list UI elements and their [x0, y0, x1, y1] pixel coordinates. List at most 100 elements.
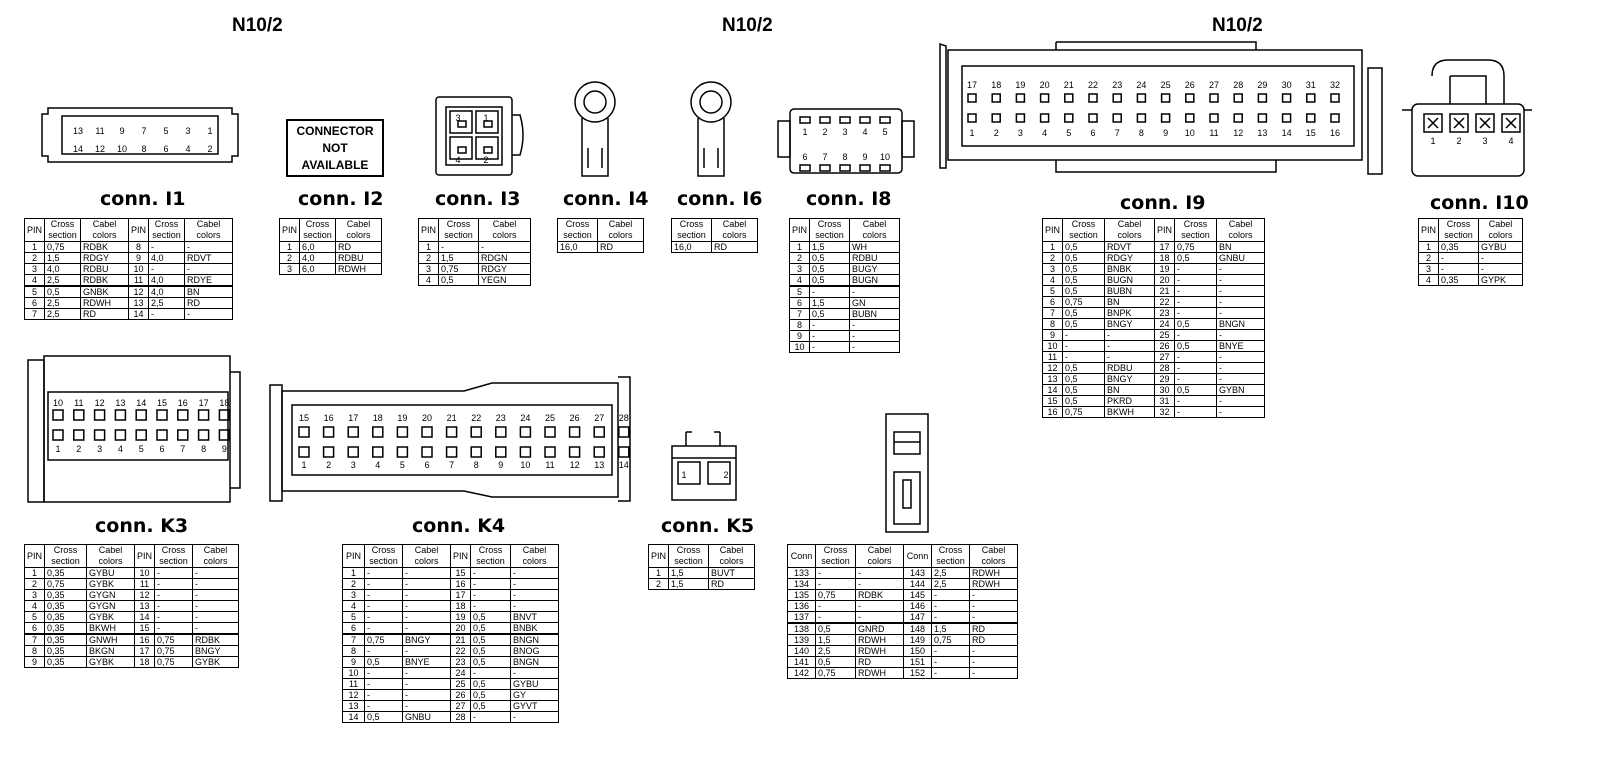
pin-cavity — [1160, 93, 1171, 103]
table-cell: 0,5 — [1062, 241, 1106, 253]
col-cabel: Cabel — [492, 219, 517, 229]
pin-label: 19 — [1015, 80, 1025, 90]
table-cell: 8 — [23, 645, 46, 657]
table-cell: 141 — [787, 656, 816, 668]
table-cell: 13 — [1041, 373, 1064, 385]
table-cell: - — [148, 308, 186, 320]
pin-label: 8 — [1139, 128, 1144, 138]
pin-label: 4 — [1042, 128, 1047, 138]
pin-label: 18 — [219, 398, 229, 408]
table-cell: 4 — [342, 600, 365, 612]
table-cell: 0,75 — [154, 633, 194, 646]
pin-label: 9 — [1163, 128, 1168, 138]
col-section: section — [369, 556, 398, 566]
pin-label: 17 — [348, 413, 358, 423]
col-cabel: Cabel — [981, 545, 1006, 555]
table-cell: - — [1174, 406, 1218, 418]
pin-label: 2 — [207, 144, 212, 154]
not-available-line-2: NOT — [322, 141, 348, 155]
pin-contact — [483, 120, 493, 128]
table-cell: GNBU — [1216, 252, 1266, 264]
pin-label: 2 — [326, 460, 331, 470]
title-conn-i9: conn. I9 — [1120, 192, 1206, 214]
table-cell: 29 — [1154, 373, 1176, 385]
col-cross: Cross — [50, 219, 75, 229]
table-row: 137--147-- — [787, 611, 1018, 624]
pin-label: 4 — [455, 155, 460, 165]
pin-label: 9 — [862, 152, 867, 162]
table-cell: 0,75 — [815, 667, 856, 679]
table-cell: 11 — [342, 678, 365, 690]
pin-label: 29 — [1257, 80, 1267, 90]
table-cell: 1 — [417, 241, 440, 253]
pin-label: 16 — [324, 413, 334, 423]
col-section: section — [563, 230, 592, 240]
table-cell: 15 — [1041, 395, 1064, 407]
table-cell: 3 — [1041, 263, 1064, 275]
col-section: section — [677, 230, 706, 240]
table-cell: 0,35 — [44, 645, 88, 657]
pin-label: 14 — [1282, 128, 1292, 138]
table-cell: 150 — [903, 645, 932, 657]
pin-label: 3 — [351, 460, 356, 470]
table-cell: 0,75 — [1174, 241, 1218, 253]
table-cell: - — [969, 589, 1018, 601]
table-cell: - — [1174, 373, 1218, 385]
table-cell: - — [364, 600, 403, 612]
pin-label: 24 — [520, 413, 530, 423]
table-cell: - — [364, 567, 403, 579]
pin-label: 12 — [1233, 128, 1243, 138]
table-cell: BKGN — [86, 645, 136, 657]
pin-cavity — [322, 446, 335, 458]
table-cell: - — [192, 611, 240, 623]
pin-label: 5 — [1066, 128, 1071, 138]
table-cell: 2,5 — [44, 274, 82, 287]
table-cell: BNGY — [1104, 373, 1156, 385]
table-cell: 16,0 — [671, 241, 712, 253]
table-cell: 6 — [1041, 296, 1064, 308]
table-cell: - — [1438, 263, 1480, 275]
table-cell: RDWH — [969, 578, 1018, 590]
pin-cavity — [177, 409, 189, 421]
table-cell: BN — [1104, 296, 1156, 308]
table-cell: 21 — [1154, 285, 1176, 297]
pin-label: 13 — [73, 126, 83, 136]
table-cell: RDGY — [478, 263, 532, 275]
table-cell: GYBU — [1478, 241, 1524, 253]
table-cell: - — [184, 241, 234, 253]
table-cell: RDBK — [855, 589, 904, 601]
pin-label: 7 — [449, 460, 454, 470]
table-cell: GYBK — [192, 656, 240, 668]
pin-label: 12 — [570, 460, 580, 470]
pin-label: 3 — [185, 126, 190, 136]
col-cross: Cross — [53, 545, 78, 555]
table-cell: RD — [184, 297, 234, 309]
pin-cavity — [1449, 113, 1469, 133]
pin-cavity — [449, 136, 473, 160]
pin-label: 2 — [483, 155, 488, 165]
table-cell: 23 — [1154, 307, 1176, 319]
connector-latch — [685, 431, 721, 446]
col-cabel: Cabel — [862, 219, 887, 229]
col-colors: colors — [203, 556, 228, 566]
connector-hood — [1431, 59, 1505, 104]
table-cell: 0,5 — [470, 622, 512, 635]
col-cross: Cross — [371, 545, 396, 555]
pin-label: 20 — [1040, 80, 1050, 90]
table-cell: - — [849, 285, 901, 298]
table-cell: GY — [510, 689, 560, 701]
connector-bottom-rail — [1055, 160, 1277, 173]
table-cell: - — [1478, 263, 1524, 275]
